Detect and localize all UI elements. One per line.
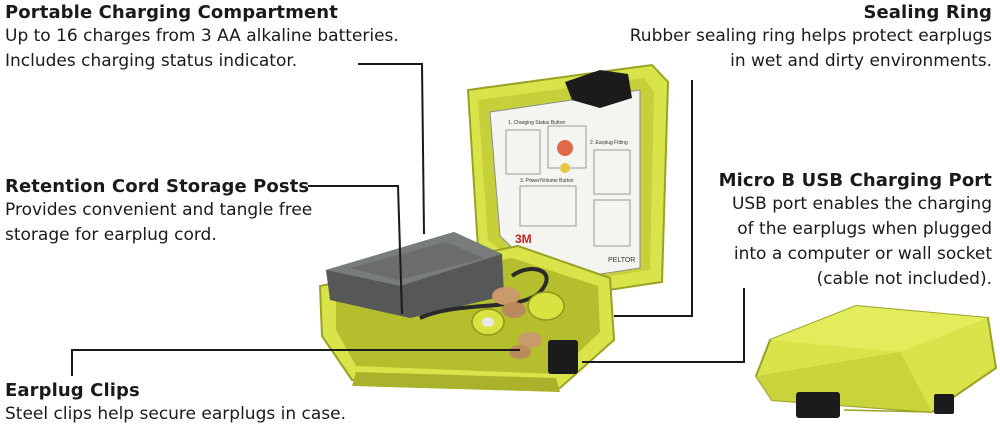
callout-usb-line-2: of the earplugs when plugged [737, 219, 992, 239]
case-lid: 3M PELTOR 1. Charging Status Button 2. E… [466, 63, 670, 302]
callout-usb-line-1: USB port enables the charging [731, 194, 992, 214]
leader-sealing [614, 80, 693, 317]
callout-portable-line-2: Includes charging status indicator. [5, 51, 298, 71]
earplug-right [509, 291, 565, 359]
leader-usb [582, 288, 745, 363]
callout-sealing-title: Sealing Ring [863, 2, 992, 23]
callout-portable-title: Portable Charging Compartment [5, 2, 338, 23]
callout-sealing-line-2: in wet and dirty environments. [730, 51, 992, 71]
callout-retention-posts: Retention Cord Storage Posts Provides co… [5, 176, 312, 248]
callout-usb-title: Micro B USB Charging Port [718, 170, 992, 191]
label-brand-logo: 3M [515, 232, 532, 246]
callout-retention-line-2: storage for earplug cord. [5, 225, 217, 245]
callout-usb-line-3: into a computer or wall socket [733, 244, 992, 264]
callout-usb-line-4: (cable not included). [816, 269, 992, 289]
callout-portable-line-1: Up to 16 charges from 3 AA alkaline batt… [5, 26, 399, 46]
battery-compartment [326, 232, 504, 318]
lid-latch [565, 70, 632, 108]
label-brand-text: PELTOR [608, 257, 635, 264]
label-brand: 3M PELTOR [515, 232, 635, 264]
closed-case [754, 304, 998, 418]
callout-sealing-ring: Sealing Ring Rubber sealing ring helps p… [630, 2, 992, 74]
callout-usb-port: Micro B USB Charging Port USB port enabl… [719, 170, 992, 292]
callout-sealing-line-1: Rubber sealing ring helps protect earplu… [629, 26, 992, 46]
callout-retention-title: Retention Cord Storage Posts [5, 176, 310, 197]
front-clasp [548, 340, 578, 374]
leader-portable [358, 63, 425, 235]
label-section-3: 3. Power/Volume Button [520, 178, 574, 184]
callout-clips-line-1: Steel clips help secure earplugs in case… [5, 404, 347, 424]
label-section-1: 1. Charging Status Button [508, 120, 565, 126]
leader-lines [71, 63, 745, 376]
callout-earplug-clips: Earplug Clips Steel clips help secure ea… [5, 380, 346, 427]
leader-retention [308, 185, 403, 315]
leader-clips [71, 349, 520, 376]
callout-retention-line-1: Provides convenient and tangle free [5, 200, 313, 220]
label-section-2: 2. Earplug Fitting [590, 140, 628, 146]
earplug-left [471, 287, 526, 336]
callout-clips-title: Earplug Clips [5, 380, 140, 401]
callout-portable-charging: Portable Charging Compartment Up to 16 c… [5, 2, 399, 74]
